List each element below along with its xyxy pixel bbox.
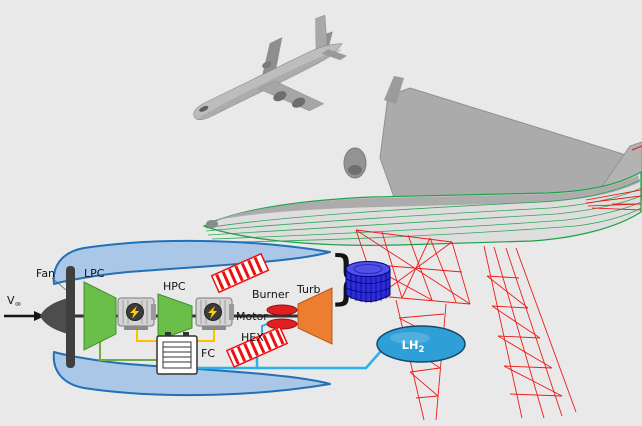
winglet [384, 76, 404, 104]
cockpit-windows [199, 105, 209, 112]
bleed-line-green [99, 342, 157, 361]
nacelle-upper [52, 239, 331, 285]
engine-exhaust [348, 165, 362, 175]
hex-lower [225, 325, 289, 369]
freestream-arrowhead [34, 311, 45, 321]
label-hpc: HPC [163, 280, 186, 293]
near-engine-1 [273, 91, 287, 102]
battery-top [345, 261, 391, 277]
lpc-compressor [83, 281, 117, 351]
label-v-infinity: V∞ [7, 294, 22, 310]
battery-top-ring [353, 264, 383, 274]
label-lh: LH [402, 338, 419, 352]
label-lh2-sub: 2 [419, 345, 425, 355]
fuel-line-main [197, 350, 382, 370]
hex-stripes [215, 256, 263, 290]
lh2-tank-highlight [390, 332, 430, 344]
label-motor: Motor [236, 310, 268, 323]
burner-annulus [266, 304, 298, 330]
lh2-tank-body [376, 325, 466, 363]
hex-upper [210, 252, 270, 294]
small-aircraft [193, 14, 347, 121]
lightning-bolt-icon [130, 306, 139, 319]
label-fan: Fan [36, 267, 55, 280]
near-tailplane [321, 49, 347, 61]
hpc-compressor [157, 293, 193, 341]
label-turb: Turb [296, 283, 321, 296]
nose-cone [206, 220, 218, 228]
electric-motor-1 [117, 297, 156, 330]
large-aircraft [202, 76, 642, 246]
lightning-bolt-icon [208, 306, 217, 319]
label-lpc: LPC [84, 267, 105, 280]
fuselage-top-shading [212, 175, 640, 221]
fan-disk [66, 266, 75, 368]
label-fc: FC [201, 347, 215, 360]
near-engine-2 [292, 97, 306, 108]
fuselage-contour-lines [205, 179, 642, 243]
electric-motor-2 [195, 297, 234, 330]
large-aircraft-wing [379, 87, 642, 215]
label-v-sub: ∞ [15, 300, 22, 310]
fuel-cell [156, 332, 198, 375]
label-burner: Burner [252, 288, 290, 301]
fuel-cell-stack-lines [163, 346, 191, 363]
fan-leader-line [51, 277, 67, 291]
propulsion-schematic: Fan V∞ LPC HPC Motor Burner Turb FC HEX [4, 239, 382, 397]
battery-cylinder [345, 261, 391, 303]
label-lh2: LH2 [402, 338, 425, 355]
red-truss-leg-b [483, 245, 577, 419]
spinner-cone [40, 298, 68, 334]
tailplane-wireframe [585, 189, 642, 211]
turbine [297, 287, 333, 345]
label-v: V [7, 294, 15, 307]
label-hex: HEX [241, 331, 264, 344]
lh2-tank: LH2 [376, 325, 466, 363]
hex-stripes [230, 328, 285, 365]
fin-red-edge [631, 145, 642, 151]
far-wing [260, 37, 283, 84]
far-engine [262, 61, 272, 69]
